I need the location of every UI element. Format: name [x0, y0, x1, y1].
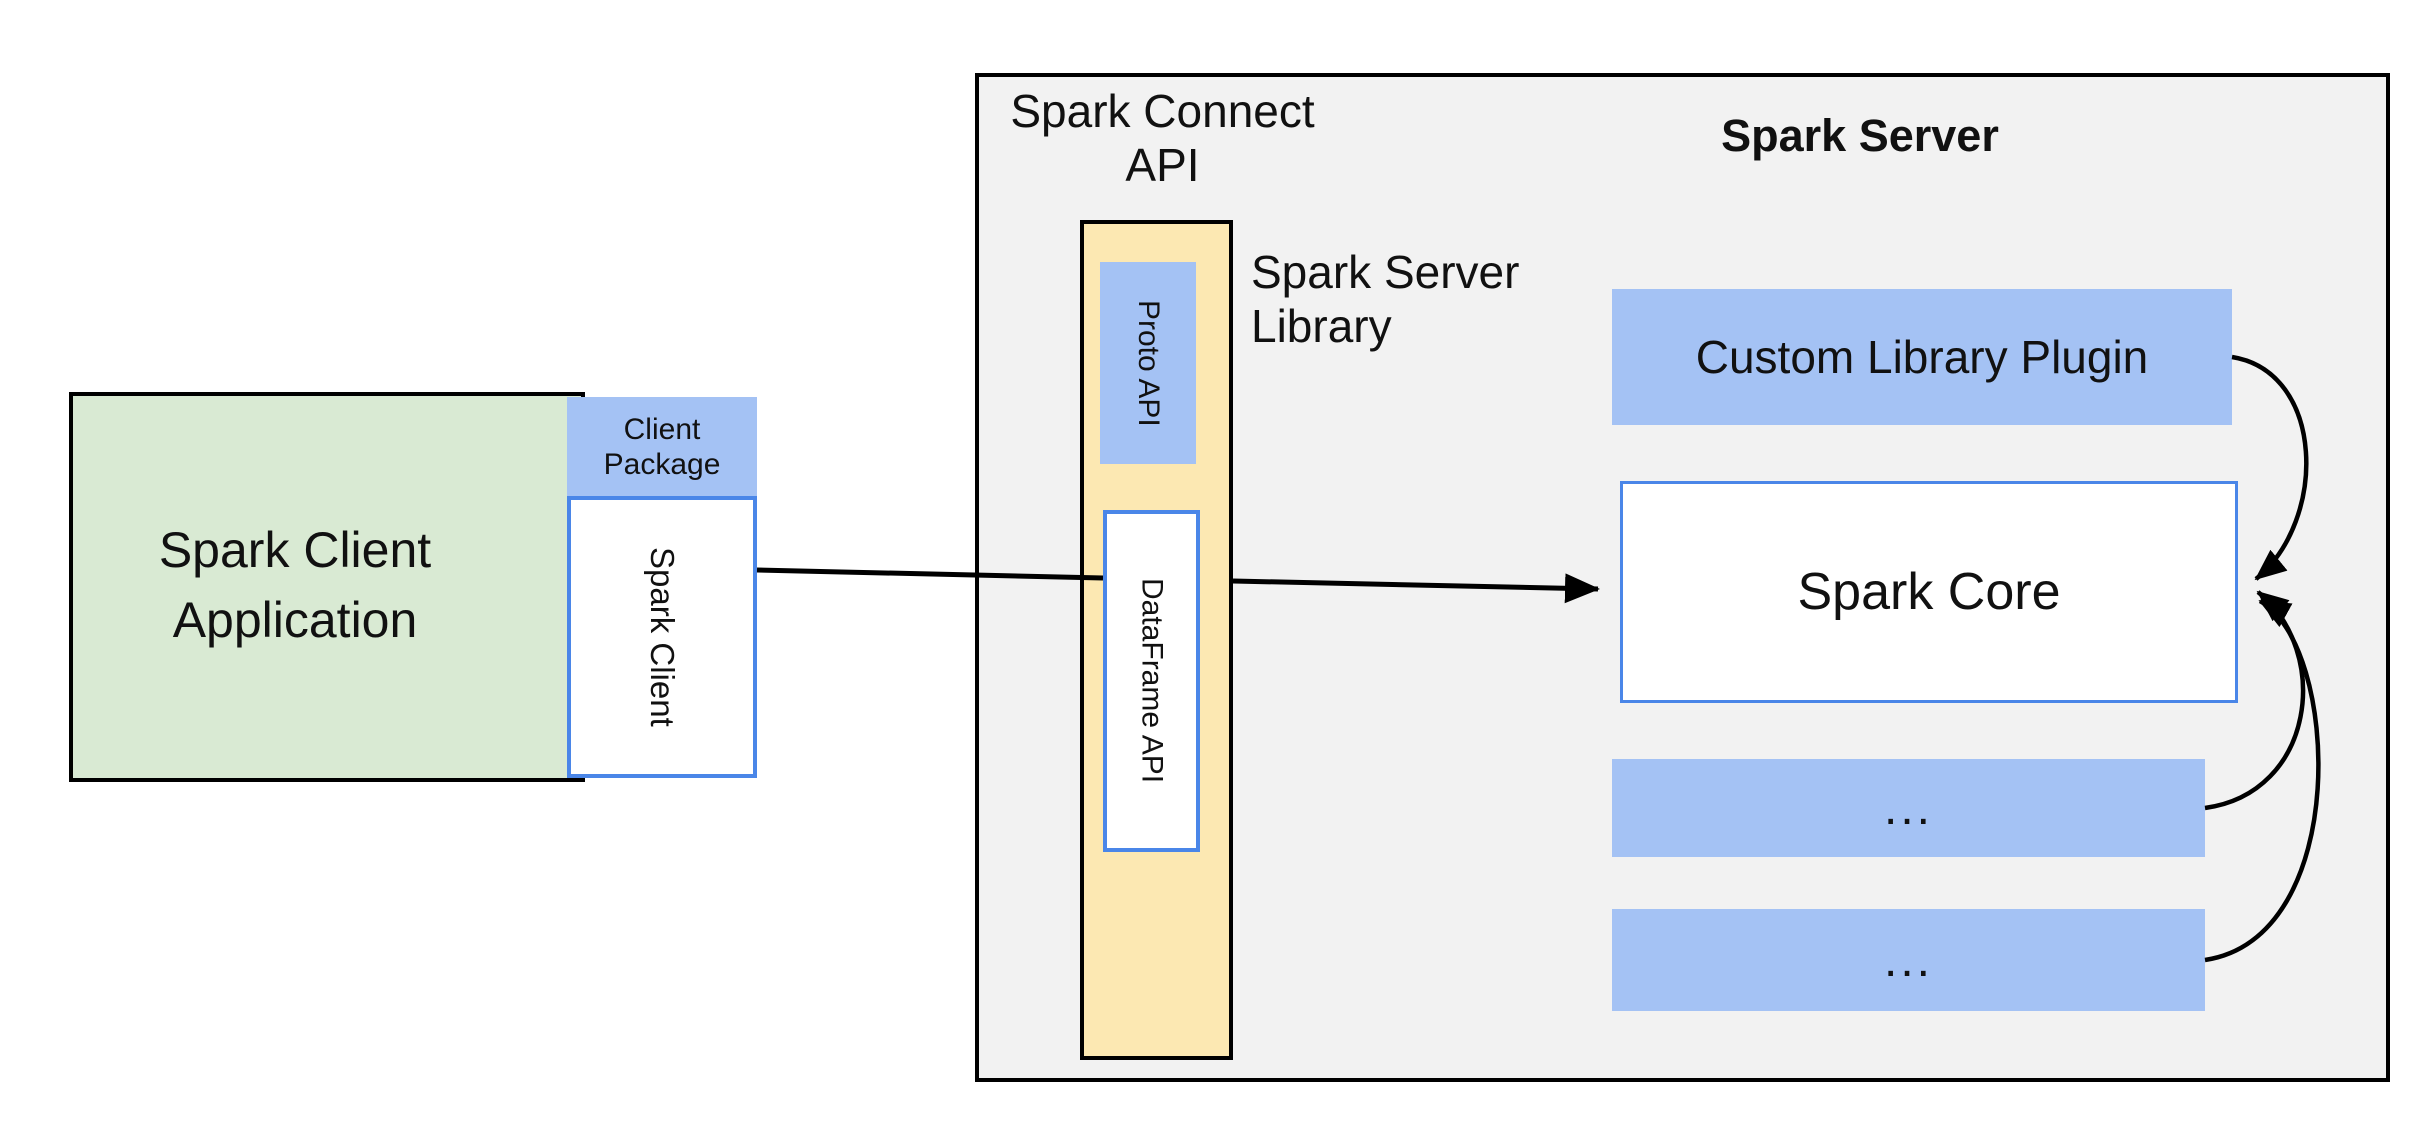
- spark-client-application-box: [69, 392, 585, 782]
- spark-core-box: Spark Core: [1620, 481, 2238, 703]
- spark-client-application-label-line1: Spark Client: [158, 522, 432, 578]
- client-package-label-line1: Client: [623, 412, 701, 446]
- dataframe-api-box: DataFrame API: [1103, 510, 1200, 852]
- spark-client-application-label-line2: Application: [172, 592, 418, 648]
- custom-library-plugin-label: Custom Library Plugin: [1695, 331, 2149, 383]
- client-package-label-line2: Package: [603, 447, 721, 481]
- spark-server-title: Spark Server: [1721, 110, 1999, 161]
- ellipsis-box-1: ...: [1612, 759, 2205, 857]
- client-package-box: Client Package: [567, 397, 757, 496]
- spark-core-label: Spark Core: [1797, 563, 2061, 621]
- ellipsis-box-2-label: ...: [1883, 933, 1933, 987]
- spark-connect-api-title-line2: API: [1125, 139, 1200, 191]
- ellipsis-box-2: ...: [1612, 909, 2205, 1011]
- spark-connect-api-title-line1: Spark Connect: [1010, 85, 1315, 137]
- spark-client-box: Spark Client: [567, 496, 757, 778]
- proto-api-box: Proto API: [1100, 262, 1196, 464]
- spark-client-box-label: Spark Client: [644, 547, 681, 727]
- custom-library-plugin-box: Custom Library Plugin: [1612, 289, 2232, 425]
- spark-server-library-label-line1: Spark Server: [1251, 246, 1520, 298]
- proto-api-label: Proto API: [1132, 299, 1165, 427]
- spark-server-library-label-line2: Library: [1251, 300, 1392, 352]
- spark-server-library-label: Spark Server Library: [1251, 245, 1591, 353]
- ellipsis-box-1-label: ...: [1883, 781, 1933, 835]
- spark-client-application-label: Spark Client Application: [80, 515, 510, 655]
- spark-connect-api-title: Spark Connect API: [990, 84, 1335, 192]
- dataframe-api-label: DataFrame API: [1135, 578, 1169, 784]
